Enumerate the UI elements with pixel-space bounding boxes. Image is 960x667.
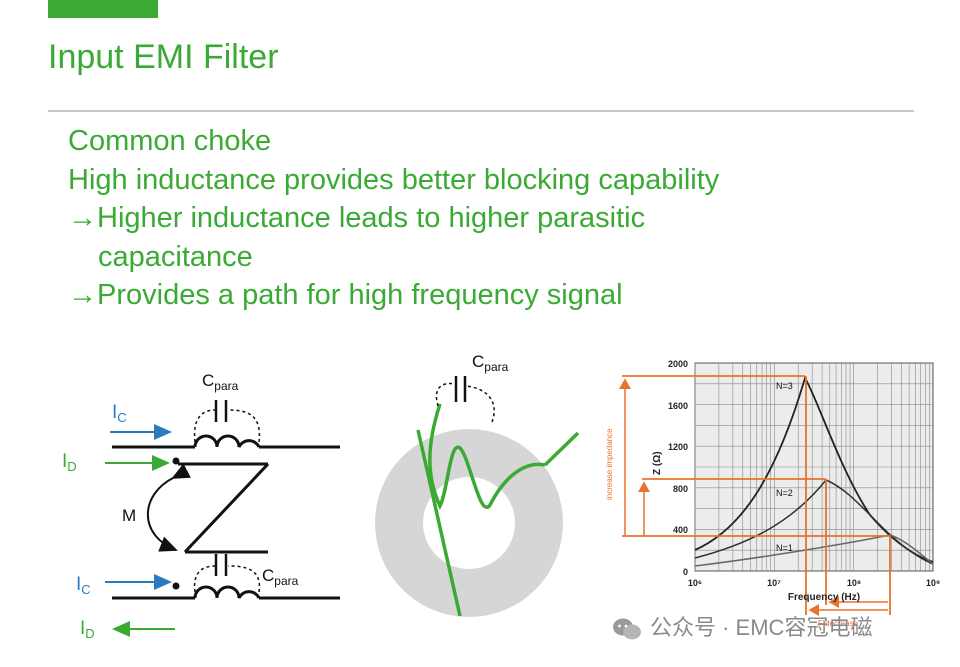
x-tick-1e7: 10⁷ — [767, 578, 781, 588]
bullet-4: →Provides a path for high frequency sign… — [68, 279, 623, 311]
id-top-label: I — [62, 451, 67, 472]
bottom-dot — [172, 582, 180, 590]
y-tick-1200: 1200 — [668, 442, 688, 452]
y-tick-0: 0 — [683, 567, 688, 577]
ic-bottom-label: I — [76, 574, 81, 595]
slide-title: Input EMI Filter — [48, 38, 279, 76]
id-top-sub: D — [67, 459, 76, 474]
cpara-top-label: C — [202, 371, 214, 390]
svg-text:ID: ID — [80, 618, 95, 641]
svg-text:IC: IC — [76, 574, 91, 597]
x-axis-label: Frequency (Hz) — [788, 592, 860, 603]
cpara-bottom-label: C — [262, 566, 274, 585]
svg-text:Cpara: Cpara — [202, 371, 239, 393]
title-divider — [48, 110, 914, 112]
increase-impedance-label: increase impedance — [605, 428, 614, 500]
toroid-cpara-label: C — [472, 352, 484, 371]
svg-text:ID: ID — [62, 451, 77, 474]
y-tick-800: 800 — [673, 484, 688, 494]
ic-top-sub: C — [117, 410, 126, 425]
chart-grid — [694, 363, 933, 571]
y-axis-label: Z (Ω) — [652, 451, 663, 475]
curve-label-n2: N=2 — [776, 488, 793, 498]
title-accent-bar — [48, 0, 158, 18]
ic-top-label: I — [112, 402, 117, 423]
bullet-3-continued: capacitance — [98, 240, 253, 273]
curve-label-n1: N=1 — [776, 543, 793, 553]
bullet-3: →Higher inductance leads to higher paras… — [68, 202, 646, 234]
f-decrease-label: F decrease — [818, 619, 859, 628]
bottom-coil — [193, 585, 261, 599]
id-bottom-label: I — [80, 618, 85, 639]
top-dot — [172, 457, 180, 465]
toroid-core — [375, 429, 563, 617]
m-label: M — [122, 506, 136, 525]
x-tick-1e6: 10⁶ — [688, 578, 702, 588]
mutual-arrow — [147, 463, 191, 552]
curve-n1 — [694, 534, 934, 567]
ic-bottom-sub: C — [81, 582, 90, 597]
svg-text:IC: IC — [112, 402, 127, 425]
x-tick-1e8: 10⁸ — [847, 578, 861, 588]
y-tick-1600: 1600 — [668, 401, 688, 411]
bullet-1: Common choke — [68, 125, 272, 157]
diagrams: Cpara M Cpara IC ID IC ID — [62, 352, 940, 641]
curve-label-n3: N=3 — [776, 381, 793, 391]
id-bottom-sub: D — [85, 626, 94, 641]
toroid-diagram: Cpara — [375, 352, 580, 617]
cpara-top-sub: para — [214, 379, 238, 393]
choke-schematic: Cpara M Cpara IC ID IC ID — [62, 371, 340, 641]
watermark: 公众号 · EMC容冠电磁 — [612, 610, 872, 642]
impedance-chart: increase impedance F decrease N=3 N=2 N=… — [605, 359, 940, 628]
top-coil — [193, 434, 261, 448]
toroid-winding — [428, 403, 546, 511]
y-tick-2000: 2000 — [668, 359, 688, 369]
wechat-icon — [613, 618, 641, 640]
svg-text:Cpara: Cpara — [472, 352, 509, 374]
cpara-bottom-sub: para — [274, 574, 298, 588]
curve-n2 — [694, 479, 934, 565]
x-tick-1e9: 10⁹ — [926, 578, 940, 588]
svg-text:Cpara: Cpara — [262, 566, 299, 588]
toroid-cpara-sub: para — [484, 360, 508, 374]
y-tick-400: 400 — [673, 525, 688, 535]
bullet-2: High inductance provides better blocking… — [68, 163, 720, 196]
bullet-list: Common choke High inductance provides be… — [68, 122, 719, 315]
watermark-text: 公众号 · EMC容冠电磁 — [650, 615, 873, 640]
